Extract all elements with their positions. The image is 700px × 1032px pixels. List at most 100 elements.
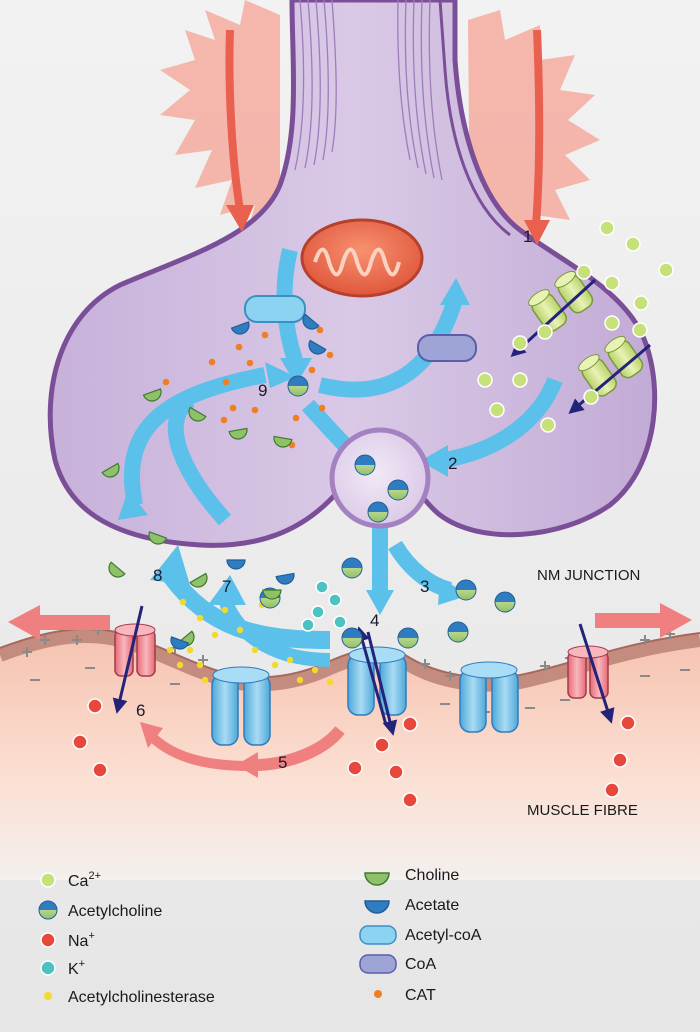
myelin-sheath	[294, 0, 443, 181]
molecules	[72, 220, 674, 808]
acetate-icon	[364, 900, 390, 914]
legend-item-potassium: K+	[40, 958, 85, 978]
acetate	[230, 321, 250, 335]
synaptic-vesicle	[329, 427, 431, 529]
acetylcholinesterase	[166, 646, 174, 654]
calcium-channel	[568, 335, 651, 414]
cat-icon	[374, 990, 382, 998]
potassium-ion	[315, 580, 329, 594]
step-9: 9	[258, 381, 267, 400]
step-labels: 1 2 3 4 5 6 7 8 9	[136, 227, 532, 772]
acetylcholinesterase	[311, 666, 319, 674]
acetylcholinesterase	[236, 626, 244, 634]
cat-enzyme	[208, 358, 216, 366]
legend-item-acetylcholine: Acetylcholine	[38, 900, 162, 920]
cat-enzyme	[318, 404, 326, 412]
acetylcholine	[455, 579, 477, 601]
acetylcholinesterase	[201, 676, 209, 684]
legend-item-acetyl-coa: Acetyl-coA	[359, 925, 482, 945]
acetylcholinesterase	[176, 661, 184, 669]
acetylcholinesterase	[251, 646, 259, 654]
acetyl-coa-icon	[359, 925, 397, 945]
acetylcholine	[287, 375, 309, 397]
calcium-ion	[477, 372, 493, 388]
acetate	[226, 559, 246, 570]
step-4: 4	[370, 611, 379, 630]
nicotinic-receptor-open	[347, 626, 407, 736]
coa-capsule	[417, 334, 477, 362]
muscle-fibre	[0, 635, 700, 880]
sodium-ion	[612, 752, 628, 768]
calcium-ion	[599, 220, 615, 236]
choline	[142, 388, 162, 402]
choline	[108, 561, 126, 578]
choline	[189, 572, 208, 588]
calcium-ion	[604, 275, 620, 291]
calcium-ion-icon	[40, 872, 56, 888]
acetylcholinesterase	[196, 614, 204, 622]
acetylcholine	[387, 479, 409, 501]
acetylcholinesterase	[196, 661, 204, 669]
svg-text:Acetylcholinesterase: Acetylcholinesterase	[68, 989, 215, 1006]
calcium-channel	[510, 270, 597, 358]
cat-enzyme	[220, 416, 228, 424]
coa-icon	[359, 954, 397, 974]
sodium-ion	[388, 764, 404, 780]
svg-text:Choline: Choline	[405, 867, 459, 884]
legend-item-coa: CoA	[359, 954, 436, 974]
end-plate-potential-arrows	[140, 722, 345, 778]
acetylcholine-icon	[38, 900, 58, 920]
cat-enzyme	[235, 343, 243, 351]
legend: Ca2+ Acetylcholine Na+ K+ Acetylcholines…	[38, 867, 482, 1006]
sodium-ion-icon	[40, 932, 56, 948]
sodium-ion	[374, 737, 390, 753]
calcium-ion	[537, 324, 553, 340]
choline-icon	[364, 872, 390, 886]
calcium-ion	[658, 262, 674, 278]
cat-enzyme	[261, 331, 269, 339]
acetylcholinesterase	[271, 661, 279, 669]
sodium-ion	[402, 716, 418, 732]
legend-item-acetate: Acetate	[364, 897, 459, 914]
cat-enzyme	[326, 351, 334, 359]
choline	[262, 589, 282, 600]
nicotinic-receptor	[459, 661, 519, 733]
step-1: 1	[523, 227, 532, 246]
calcium-ion	[540, 417, 556, 433]
svg-text:Ca2+: Ca2+	[68, 870, 101, 890]
acetylcholine	[367, 501, 389, 523]
calcium-ion	[576, 264, 592, 280]
cat-enzyme	[229, 404, 237, 412]
nicotinic-receptor	[211, 666, 271, 746]
muscle-fibre-label: MUSCLE FIBRE	[527, 802, 638, 819]
choline	[101, 462, 120, 478]
mitochondrion	[300, 218, 424, 298]
step-3: 3	[420, 577, 429, 596]
sodium-ion	[87, 698, 103, 714]
acetylcholine	[341, 557, 363, 579]
svg-text:CAT: CAT	[405, 987, 436, 1004]
choline	[188, 406, 207, 422]
calcium-ion	[583, 389, 599, 405]
acetylcholinesterase	[221, 606, 229, 614]
sodium-ion	[402, 792, 418, 808]
potassium-ion	[333, 615, 347, 629]
sodium-ion	[620, 715, 636, 731]
acetate	[275, 572, 295, 585]
svg-text:CoA: CoA	[405, 956, 436, 973]
cat-enzyme	[316, 326, 324, 334]
legend-item-choline: Choline	[364, 867, 459, 886]
cat-enzyme	[308, 366, 316, 374]
acetyl-coa-capsule	[244, 295, 306, 323]
legend-item-cat: CAT	[374, 987, 436, 1004]
choline	[148, 531, 168, 545]
legend-item-calcium: Ca2+	[40, 870, 101, 890]
svg-text:Acetate: Acetate	[405, 897, 459, 914]
svg-text:Na+: Na+	[68, 930, 95, 950]
acetate	[308, 339, 327, 355]
calcium-ion	[625, 236, 641, 252]
step-2: 2	[448, 454, 457, 473]
legend-item-acetylcholinesterase: Acetylcholinesterase	[44, 989, 215, 1006]
nm-junction-label: NM JUNCTION	[537, 567, 640, 584]
choline	[228, 427, 248, 440]
